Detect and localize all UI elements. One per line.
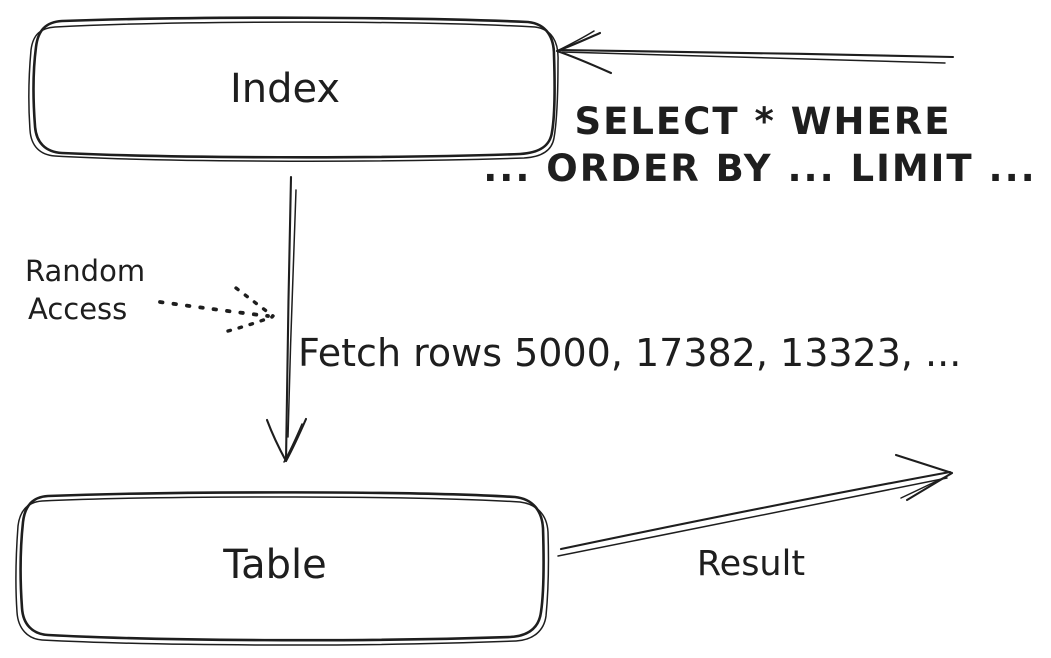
index-node-overstroke xyxy=(28,21,559,162)
index-node-shape xyxy=(32,16,556,159)
query-label-line1: SELECT * WHERE xyxy=(574,100,951,143)
fetch-arrow-shaft-overstroke xyxy=(287,189,297,438)
fetch-arrow-shaft xyxy=(284,175,293,463)
random-access-label-line1: Random xyxy=(25,254,145,288)
index-node: Index xyxy=(28,16,559,162)
result-arrow-shaft-overstroke xyxy=(557,477,948,557)
random-access-label-line2: Access xyxy=(28,292,127,326)
fetch-arrow: Fetch rows 5000, 17382, 13323, ... xyxy=(265,175,961,463)
random-access-dotted-arrowhead-upper xyxy=(234,286,275,318)
random-access-annotation: Random Access xyxy=(25,254,275,333)
fetch-arrowhead xyxy=(265,417,308,463)
random-access-dotted-arrowhead-lower xyxy=(226,315,274,333)
index-node-label: Index xyxy=(230,66,340,112)
query-arrow-shaft xyxy=(558,48,955,59)
table-node-shape xyxy=(19,491,545,642)
random-access-dotted-arrow-shaft xyxy=(158,300,270,318)
fetch-label: Fetch rows 5000, 17382, 13323, ... xyxy=(298,331,961,375)
result-label: Result xyxy=(697,544,805,584)
table-node-label: Table xyxy=(222,542,326,588)
result-arrow: Result xyxy=(557,453,954,584)
query-arrow: SELECT * WHERE ... ORDER BY ... LIMIT ..… xyxy=(483,30,1036,190)
query-arrow-shaft-overstroke xyxy=(561,51,946,64)
result-arrow-shaft xyxy=(559,470,952,551)
result-arrowhead-overstroke xyxy=(900,473,952,499)
fetch-arrowhead-overstroke xyxy=(283,423,303,463)
query-label-line2: ... ORDER BY ... LIMIT ... xyxy=(483,147,1036,190)
table-node-overstroke xyxy=(15,496,550,646)
query-arrowhead-overstroke xyxy=(556,30,595,52)
table-node: Table xyxy=(15,491,550,646)
